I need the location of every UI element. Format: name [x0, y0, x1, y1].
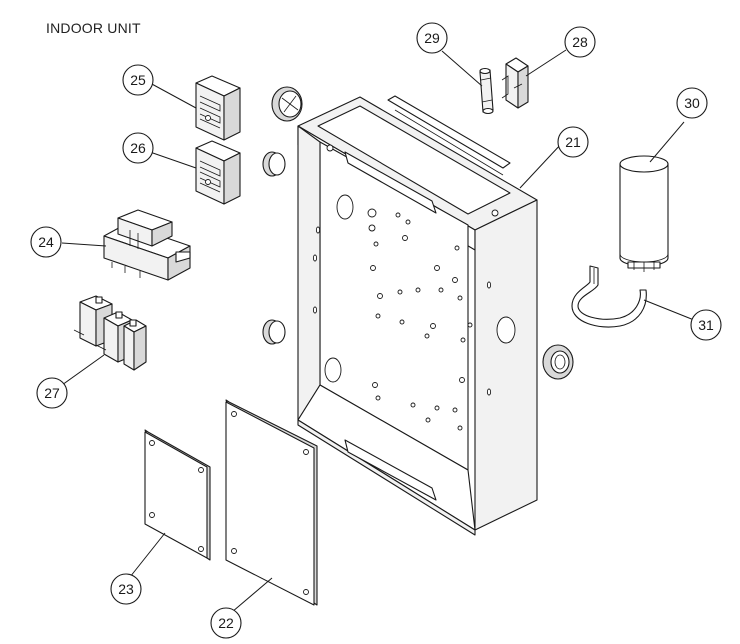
callout-23: 23: [110, 573, 142, 605]
svg-text:23: 23: [118, 581, 134, 597]
leader-lines: [61, 49, 695, 613]
callout-22: 22: [210, 607, 242, 639]
grommet-right: [542, 344, 574, 380]
svg-text:26: 26: [130, 140, 146, 156]
callout-29: 29: [416, 22, 448, 54]
svg-text:21: 21: [565, 134, 581, 150]
svg-text:30: 30: [684, 95, 700, 111]
svg-text:24: 24: [38, 234, 54, 250]
callout-25: 25: [122, 64, 154, 96]
diagram-title: INDOOR UNIT: [46, 20, 141, 36]
callout-26: 26: [122, 132, 154, 164]
svg-text:27: 27: [44, 385, 60, 401]
part-22-cover-panel: [225, 399, 318, 606]
callout-28: 28: [564, 26, 596, 58]
part-21-control-box: [297, 95, 538, 536]
part-23-small-cover: [144, 429, 211, 561]
grommet-top: [271, 86, 303, 122]
svg-text:28: 28: [572, 34, 588, 50]
svg-text:22: 22: [218, 615, 234, 631]
grommet-upper: [262, 151, 286, 177]
callout-30: 30: [676, 87, 708, 119]
part-29-fuse: [479, 67, 494, 115]
part-24-transformer: [103, 209, 191, 281]
svg-text:29: 29: [424, 30, 440, 46]
callout-27: 27: [36, 377, 68, 409]
callout-31: 31: [690, 309, 722, 341]
callout-21: 21: [557, 126, 589, 158]
part-26-terminal-block: [195, 140, 241, 205]
svg-text:31: 31: [698, 317, 714, 333]
part-27-relays: [73, 295, 147, 371]
part-28-fuse-holder: [501, 57, 529, 109]
part-30-capacitor: [619, 155, 669, 272]
grommet-lower: [262, 319, 286, 345]
svg-text:25: 25: [130, 72, 146, 88]
part-25-terminal-block: [195, 75, 241, 141]
part-31-capacitor-strap: [571, 265, 647, 328]
callout-24: 24: [30, 226, 62, 258]
